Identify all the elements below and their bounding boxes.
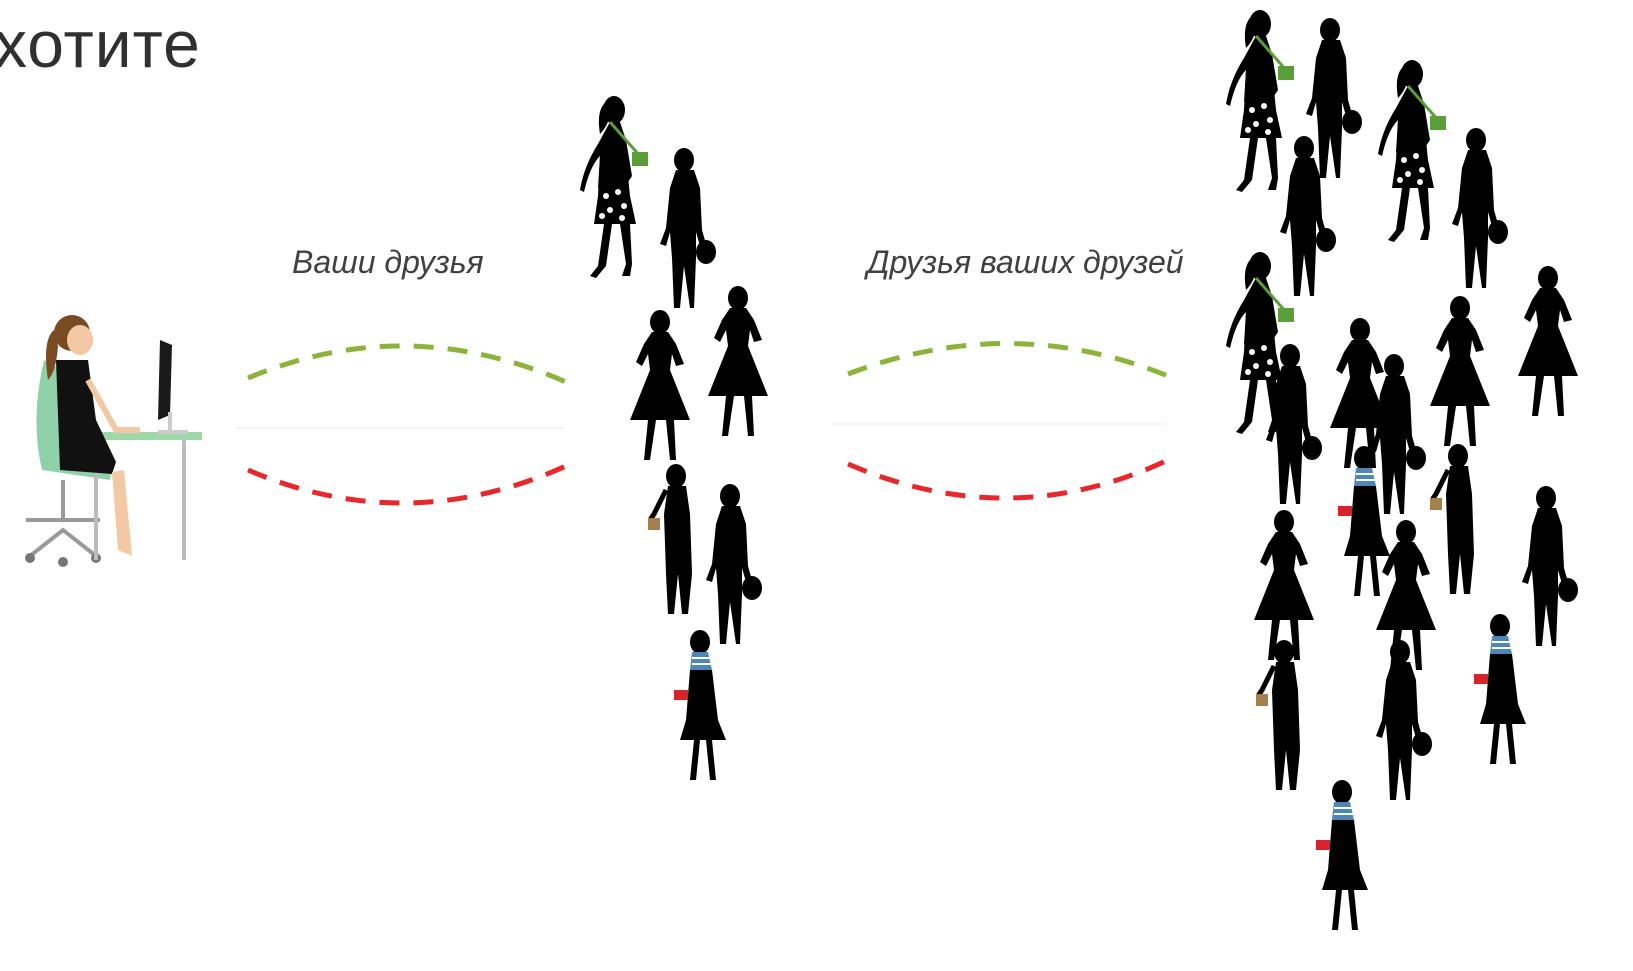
woman-silhouette-icon [1376, 640, 1432, 800]
woman-silhouette-icon [1376, 58, 1448, 244]
friends-of-friends-group [1224, 8, 1578, 931]
woman-silhouette-icon [1370, 354, 1426, 514]
woman-silhouette-icon [1522, 486, 1578, 646]
red-arc-left [247, 463, 568, 506]
woman-silhouette-icon [1224, 8, 1296, 194]
woman-silhouette-icon [1430, 296, 1490, 446]
label-your-friends: Ваши друзья [292, 244, 484, 280]
page-title: хотите [0, 7, 201, 81]
red-arc-right [847, 457, 1170, 501]
woman-silhouette-icon [660, 148, 716, 308]
woman-silhouette-icon [648, 464, 692, 614]
woman-silhouette-icon [706, 484, 762, 644]
label-friends-of-friends: Друзья ваших друзей [867, 244, 1184, 280]
woman-silhouette-icon [1518, 266, 1578, 416]
woman-at-computer-icon [8, 315, 204, 570]
woman-silhouette-icon [1452, 128, 1508, 288]
friends-group [578, 94, 768, 781]
green-arc-right [847, 341, 1169, 379]
woman-silhouette-icon [708, 286, 768, 436]
woman-silhouette-icon [673, 629, 727, 781]
woman-silhouette-icon [1315, 779, 1369, 931]
woman-silhouette-icon [1306, 18, 1362, 178]
woman-silhouette-icon [1254, 510, 1314, 660]
woman-silhouette-icon [630, 310, 690, 460]
woman-silhouette-icon [578, 94, 650, 280]
woman-silhouette-icon [1473, 613, 1527, 765]
green-arc-left [247, 343, 568, 385]
woman-silhouette-icon [1430, 444, 1474, 594]
woman-silhouette-icon [1256, 640, 1300, 790]
